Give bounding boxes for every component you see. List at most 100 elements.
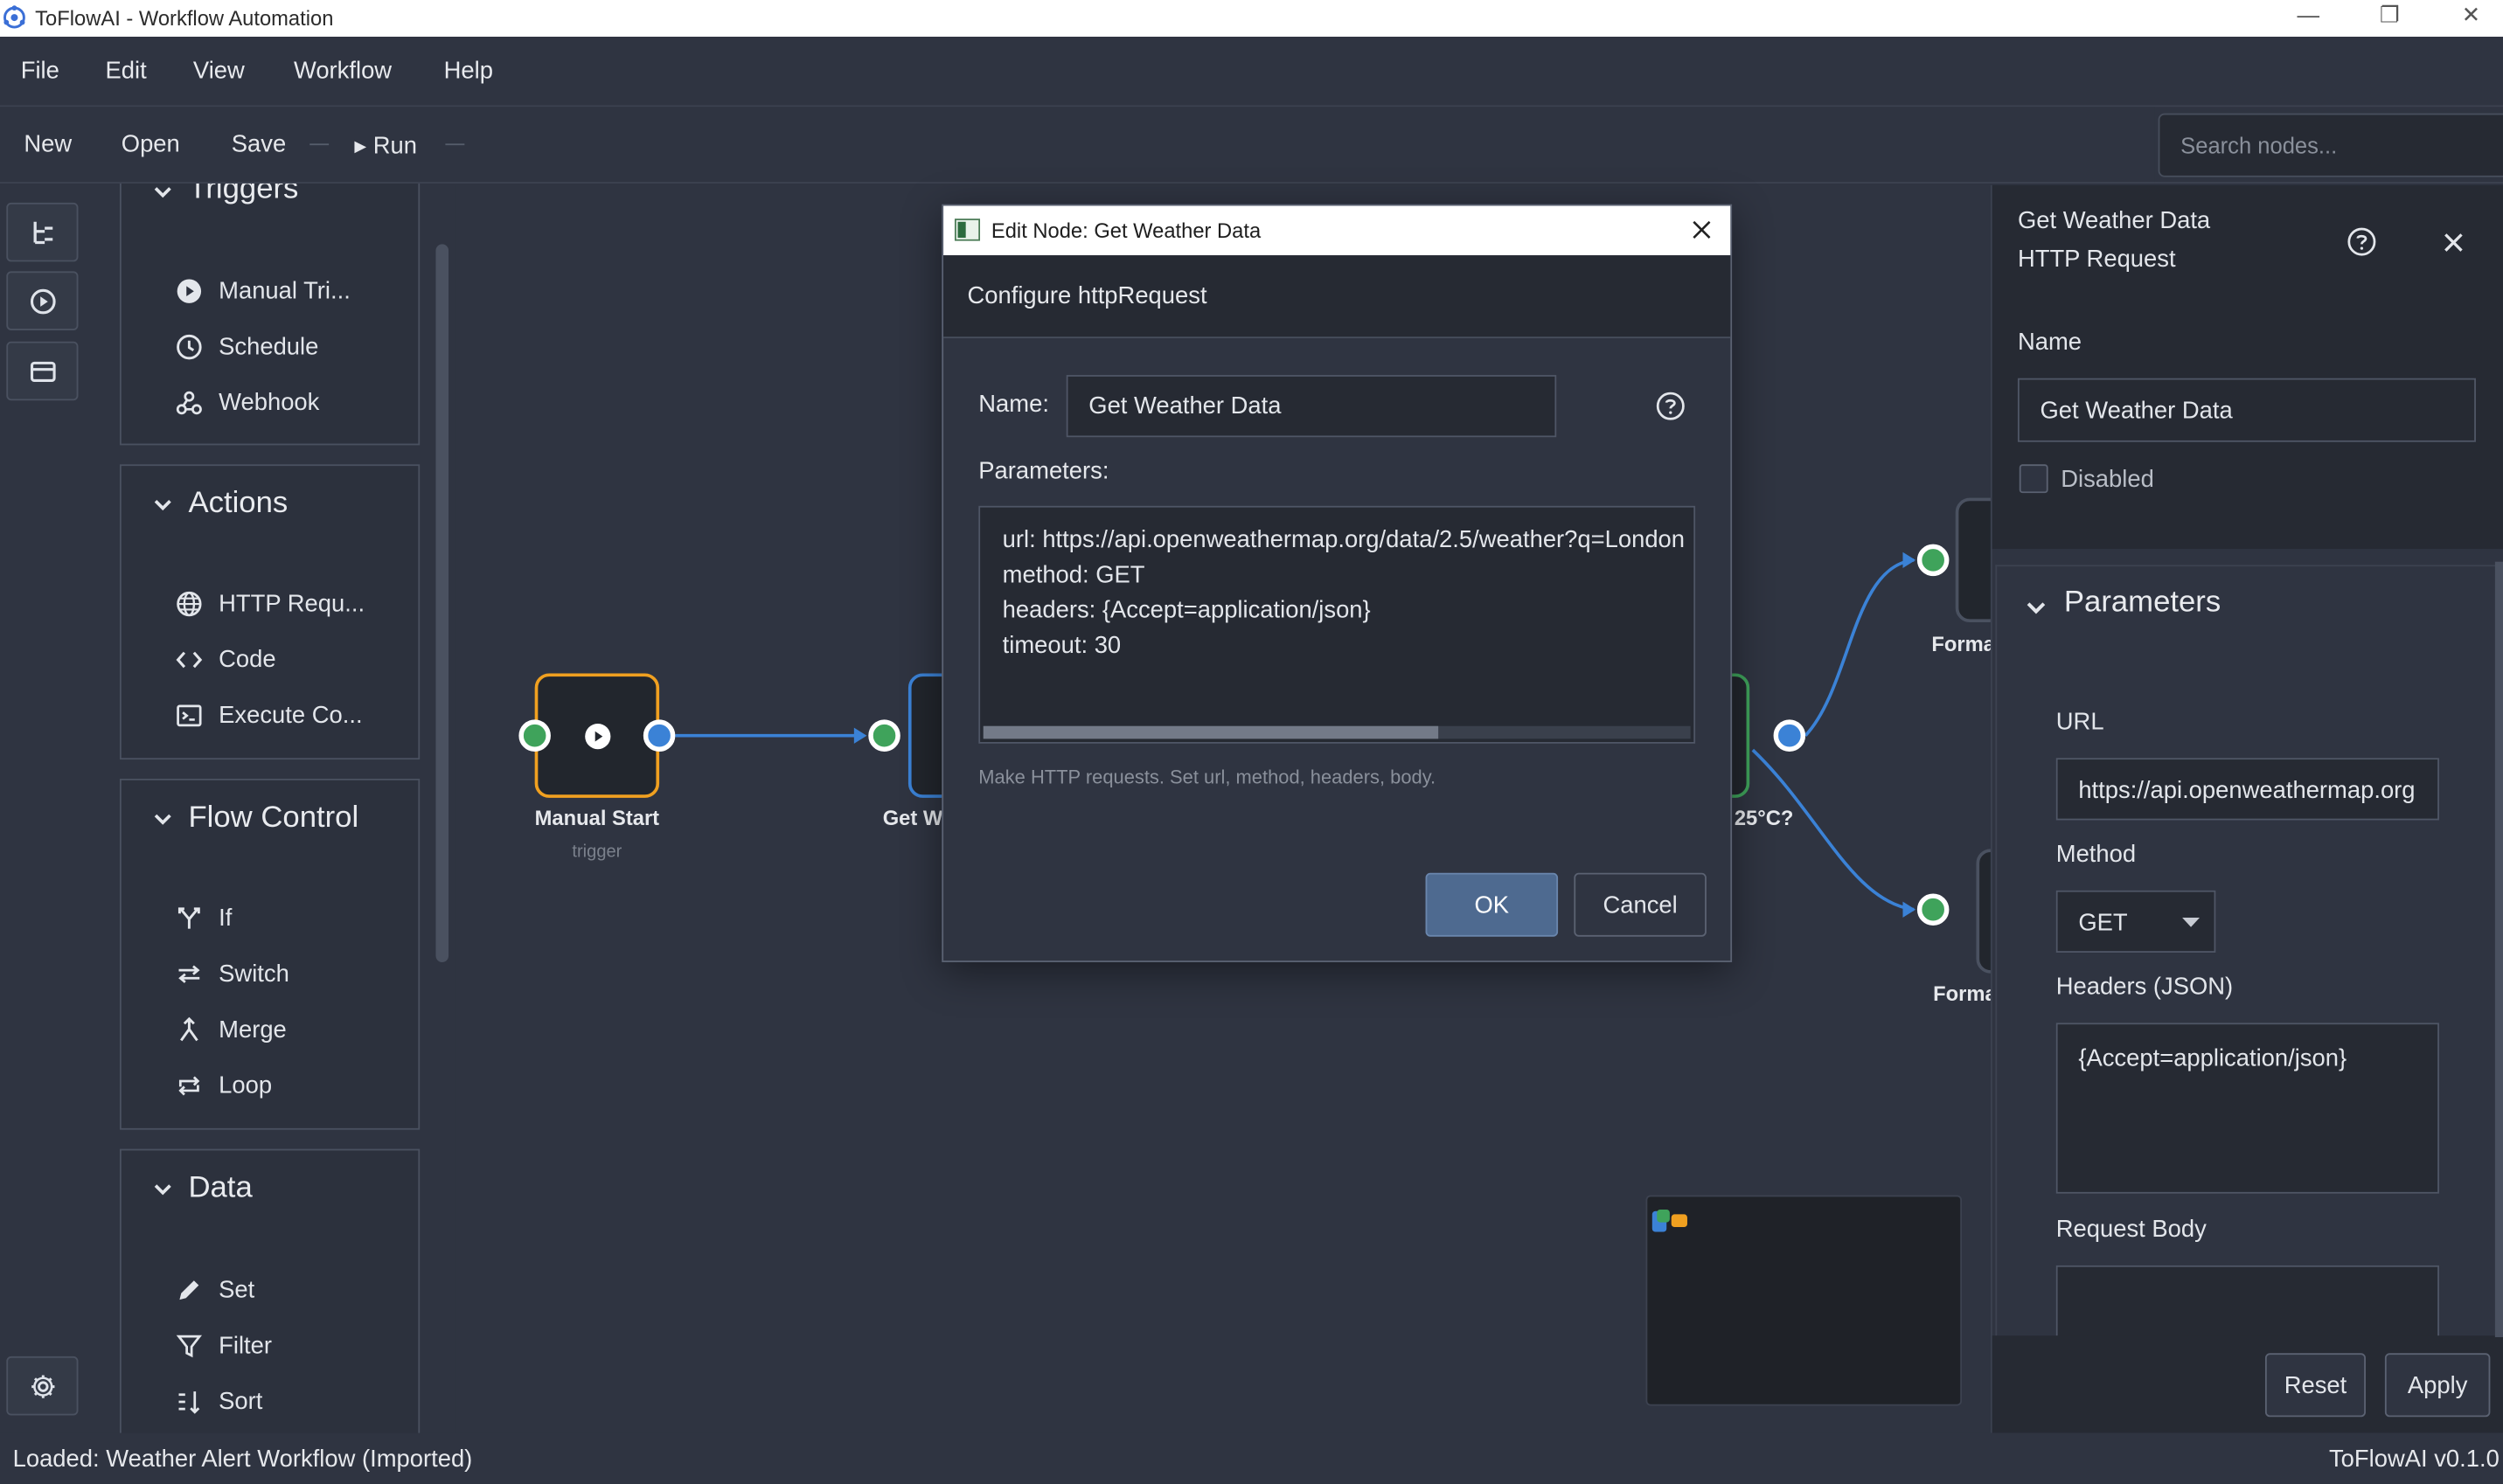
menu-bar: File Edit View Workflow Help xyxy=(0,36,2503,107)
palette-item-label: HTTP Requ... xyxy=(219,589,365,617)
menu-workflow[interactable]: Workflow xyxy=(293,57,393,85)
input-port[interactable] xyxy=(1916,544,1950,577)
cancel-button[interactable]: Cancel xyxy=(1574,872,1707,937)
properties-panel: Get Weather Data HTTP Request Name Get W… xyxy=(1990,184,2503,1433)
globe-icon xyxy=(177,591,202,616)
node-label: Manual Start xyxy=(534,806,660,830)
palette-item-label: Schedule xyxy=(219,332,319,360)
palette-item-label: Code xyxy=(219,645,276,673)
maximize-button[interactable]: ❐ xyxy=(2379,1,2400,28)
edit-node-dialog: Edit Node: Get Weather Data Configure ht… xyxy=(942,204,1733,962)
input-port[interactable] xyxy=(868,719,900,752)
sort-icon xyxy=(178,1390,200,1413)
apply-button[interactable]: Apply xyxy=(2384,1353,2491,1418)
terminal-icon xyxy=(177,704,202,726)
menu-file[interactable]: File xyxy=(20,57,59,85)
palette-scrollbar[interactable] xyxy=(435,244,449,962)
palette-item-code[interactable]: Code xyxy=(176,643,276,676)
palette-item-manual-trigger[interactable]: Manual Tri... xyxy=(176,274,351,307)
close-icon[interactable] xyxy=(1692,220,1711,239)
disabled-checkbox[interactable] xyxy=(2019,464,2048,494)
window-close-button[interactable]: ✕ xyxy=(2461,1,2481,28)
menu-edit[interactable]: Edit xyxy=(105,57,147,85)
new-button[interactable]: New xyxy=(24,130,73,158)
menu-help[interactable]: Help xyxy=(443,57,493,85)
output-port[interactable] xyxy=(643,719,676,752)
palette-item-set[interactable]: Set xyxy=(176,1273,254,1306)
properties-scrollbar[interactable] xyxy=(2494,561,2503,1338)
output-port[interactable] xyxy=(1773,719,1806,752)
open-button[interactable]: Open xyxy=(121,130,180,158)
method-select[interactable]: GET xyxy=(2055,890,2216,954)
webhook-icon xyxy=(176,390,202,414)
palette-item-if[interactable]: If xyxy=(176,902,232,934)
chevron-down-icon[interactable] xyxy=(153,182,172,201)
help-icon[interactable] xyxy=(1655,391,1686,421)
palette-item-http-request[interactable]: HTTP Requ... xyxy=(176,587,365,620)
name-input[interactable]: Get Weather Data xyxy=(2017,378,2476,442)
window-icon xyxy=(954,218,981,241)
parameters-section-title[interactable]: Parameters xyxy=(2063,586,2221,620)
dialog-header: Configure httpRequest xyxy=(943,255,1731,339)
merge-icon xyxy=(180,1016,198,1041)
node-label: Forma xyxy=(1931,632,1995,656)
node-manual-start[interactable] xyxy=(534,673,660,798)
name-input[interactable]: Get Weather Data xyxy=(1066,375,1557,438)
chevron-down-icon[interactable] xyxy=(2026,597,2047,618)
tree-view-button[interactable] xyxy=(6,202,79,262)
clock-icon xyxy=(177,333,202,359)
properties-subtitle: HTTP Request xyxy=(2017,246,2176,274)
minimize-button[interactable]: — xyxy=(2297,1,2320,28)
palette-item-loop[interactable]: Loop xyxy=(176,1069,272,1101)
search-input[interactable]: Search nodes... xyxy=(2158,113,2503,177)
headers-textarea[interactable]: {Accept=application/json} xyxy=(2055,1023,2439,1194)
palette-item-execute-command[interactable]: Execute Co... xyxy=(176,699,363,732)
palette-group-title[interactable]: Data xyxy=(188,1171,253,1205)
run-button[interactable]: ▸ Run xyxy=(354,132,417,160)
close-icon[interactable] xyxy=(2444,233,2463,253)
palette-item-label: Loop xyxy=(219,1071,273,1099)
credentials-button[interactable] xyxy=(6,341,79,401)
url-input[interactable]: https://api.openweathermap.org xyxy=(2055,758,2439,821)
parameters-textarea[interactable]: url: https://api.openweathermap.org/data… xyxy=(978,505,1696,744)
input-port[interactable] xyxy=(518,719,551,752)
palette-item-label: Sort xyxy=(219,1387,263,1415)
minimap[interactable] xyxy=(1645,1195,1963,1406)
ok-button[interactable]: OK xyxy=(1425,872,1559,937)
chevron-down-icon[interactable] xyxy=(153,809,172,829)
palette-item-merge[interactable]: Merge xyxy=(176,1013,287,1045)
edge-arrow xyxy=(853,727,867,744)
palette-item-webhook[interactable]: Webhook xyxy=(176,386,320,419)
palette-group-title[interactable]: Actions xyxy=(188,486,289,521)
chevron-down-icon[interactable] xyxy=(153,1179,172,1198)
reset-button[interactable]: Reset xyxy=(2264,1353,2366,1418)
palette-item-label: Webhook xyxy=(219,388,320,416)
palette-item-filter[interactable]: Filter xyxy=(176,1329,272,1362)
minimap-node xyxy=(1657,1209,1670,1223)
executions-button[interactable] xyxy=(6,271,79,330)
palette-group-triggers: Triggers Manual Tri... Schedule Webhook xyxy=(119,159,421,446)
card-icon xyxy=(30,360,55,382)
play-circle-icon xyxy=(585,724,611,750)
menu-view[interactable]: View xyxy=(192,57,245,85)
dropdown-arrow-icon xyxy=(2182,917,2201,927)
arrows-swap-icon xyxy=(178,964,200,982)
help-icon[interactable] xyxy=(2347,226,2377,257)
chevron-down-icon[interactable] xyxy=(153,495,172,514)
input-port[interactable] xyxy=(1916,893,1950,926)
palette-item-sort[interactable]: Sort xyxy=(176,1385,263,1418)
edge-arrow xyxy=(1902,551,1916,568)
play-circle-icon xyxy=(177,278,202,302)
palette-group-title[interactable]: Flow Control xyxy=(188,801,359,835)
app-version: ToFlowAI v0.1.0 xyxy=(2328,1446,2500,1474)
palette-item-label: Set xyxy=(219,1275,255,1303)
scrollbar-thumb[interactable] xyxy=(983,725,1439,739)
save-button[interactable]: Save xyxy=(231,130,287,158)
palette-item-schedule[interactable]: Schedule xyxy=(176,330,319,363)
url-label: URL xyxy=(2055,708,2104,736)
name-label: Name xyxy=(2017,329,2082,357)
palette-item-switch[interactable]: Switch xyxy=(176,957,289,989)
headers-label: Headers (JSON) xyxy=(2055,973,2234,1001)
param-line: headers: {Accept=application/json} xyxy=(1002,596,1371,624)
settings-button[interactable] xyxy=(6,1356,79,1416)
